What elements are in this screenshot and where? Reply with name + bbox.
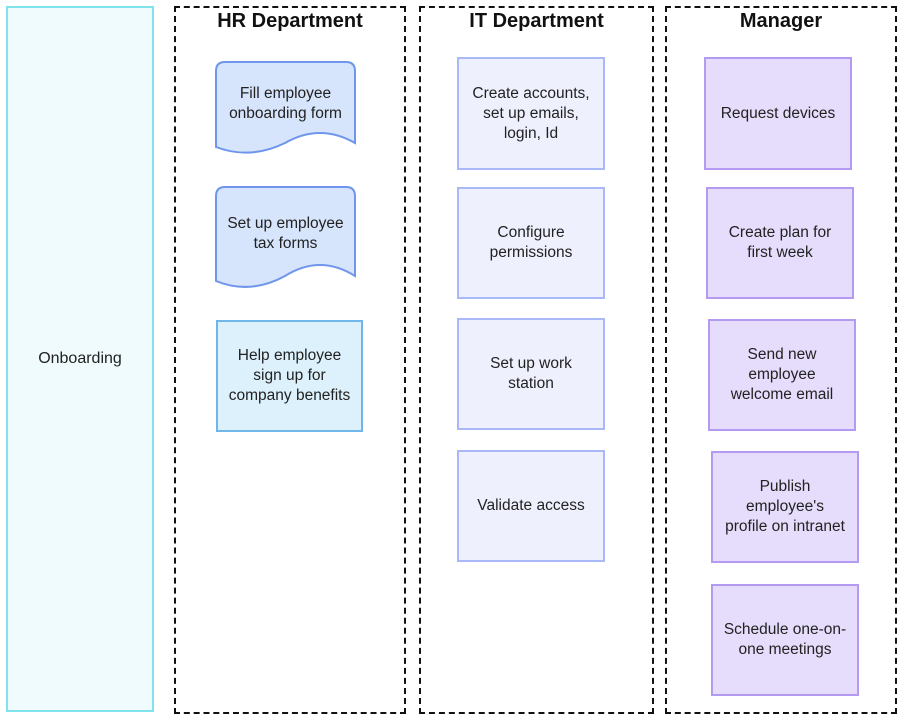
lane-manager: Manager Request devices Create plan for …	[665, 6, 897, 714]
lane-it-department: IT Department Create accounts, set up em…	[419, 6, 654, 714]
manager-node-label: Create plan for first week	[728, 224, 832, 261]
it-node-validate-access[interactable]: Validate access	[457, 450, 605, 562]
hr-node-company-benefits[interactable]: Help employee sign up for company benefi…	[216, 320, 363, 432]
manager-node-one-on-one[interactable]: Schedule one-on-one meetings	[711, 584, 859, 696]
document-shape	[215, 61, 356, 154]
manager-node-welcome-email[interactable]: Send new employee welcome email	[708, 319, 856, 431]
document-shape	[215, 186, 356, 288]
manager-node-request-devices[interactable]: Request devices	[704, 57, 852, 170]
lane-hr-department: HR Department Fill employee onboarding f…	[174, 6, 406, 714]
it-node-work-station[interactable]: Set up work station	[457, 318, 605, 430]
lane-title-manager: Manager	[739, 10, 823, 32]
manager-node-plan-first-week[interactable]: Create plan for first week	[706, 187, 854, 299]
it-node-label: Create accounts, set up emails, login, I…	[472, 84, 590, 142]
hr-node-label: Set up employee tax forms	[227, 215, 344, 252]
hr-node-label: Help employee sign up for company benefi…	[228, 347, 351, 404]
hr-doc-onboarding-form[interactable]: Fill employee onboarding form	[215, 61, 356, 159]
phase-label: Onboarding	[38, 350, 122, 367]
manager-node-label: Schedule one-on-one meetings	[723, 621, 847, 658]
manager-node-label: Publish employee's profile on intranet	[725, 478, 845, 535]
hr-node-label: Fill employee onboarding form	[229, 85, 342, 122]
it-node-label: Validate access	[477, 497, 585, 514]
lane-title-it: IT Department	[469, 10, 604, 32]
it-node-label: Set up work station	[490, 355, 572, 392]
manager-node-label: Request devices	[720, 104, 836, 122]
lane-title-hr: HR Department	[217, 10, 363, 32]
it-node-create-accounts[interactable]: Create accounts, set up emails, login, I…	[457, 57, 605, 170]
hr-doc-tax-forms[interactable]: Set up employee tax forms	[215, 186, 356, 294]
manager-node-label: Send new employee welcome email	[730, 346, 834, 403]
manager-node-publish-profile[interactable]: Publish employee's profile on intranet	[711, 451, 859, 563]
it-node-label: Configure permissions	[489, 224, 573, 261]
it-node-configure-permissions[interactable]: Configure permissions	[457, 187, 605, 299]
phase-onboarding: Onboarding	[6, 6, 154, 712]
